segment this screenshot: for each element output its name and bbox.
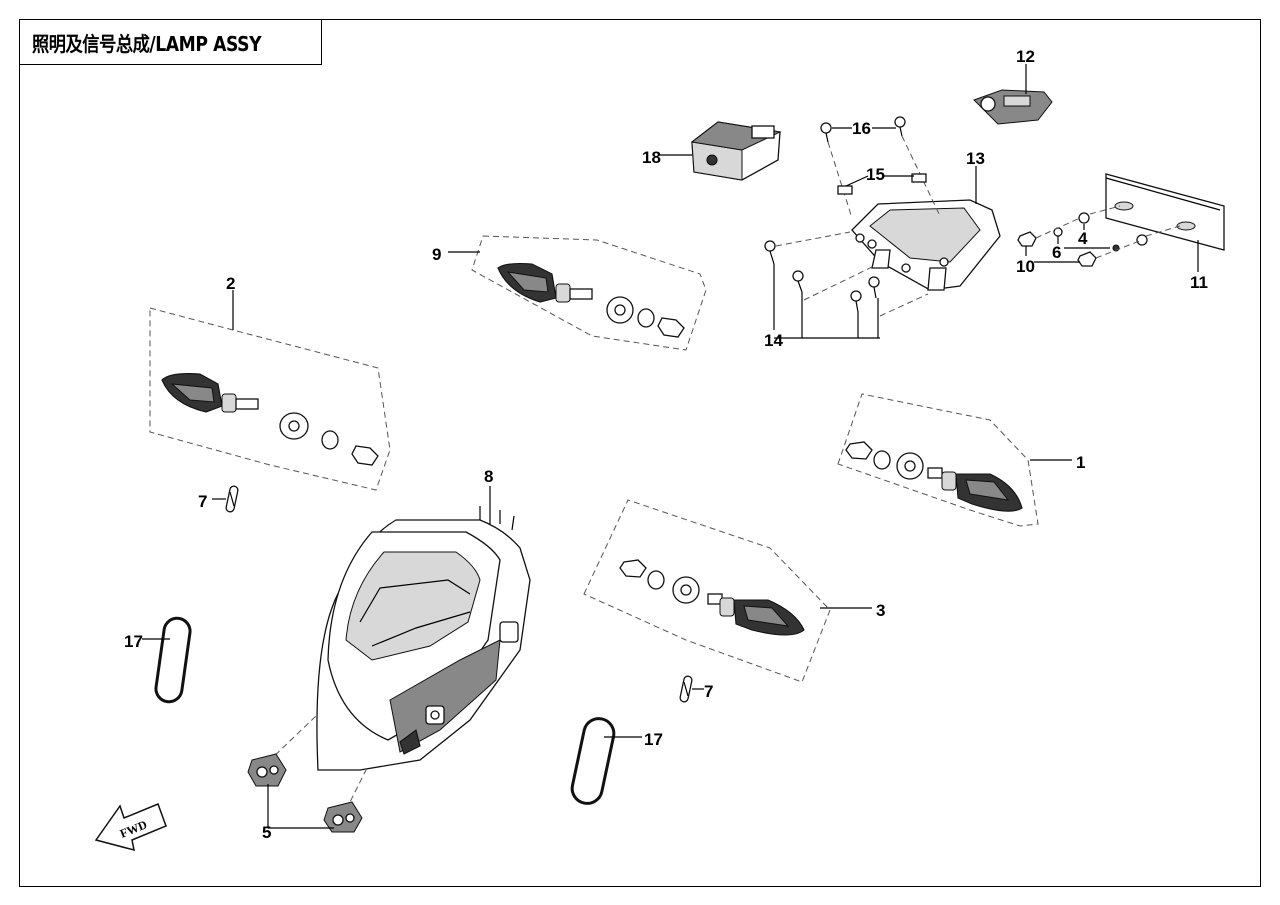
part-15-clip-nuts (837, 173, 927, 195)
callout-7-upper: 7 (198, 492, 207, 511)
callout-15: 15 (866, 165, 885, 184)
callout-13: 13 (966, 149, 985, 168)
part-14-screws (764, 231, 929, 317)
part-13-plate-bracket (851, 199, 1001, 291)
callout-9: 9 (432, 245, 441, 264)
callout-7-lower: 7 (704, 682, 713, 701)
callout-17-right: 17 (644, 730, 663, 749)
part-17-gasket-left (154, 616, 192, 704)
fwd-direction-arrow: FWD (94, 803, 167, 852)
drawing-frame (19, 19, 1261, 887)
title-block: 照明及信号总成/LAMP ASSY (19, 19, 322, 65)
part-4-6-10-hardware (1017, 212, 1148, 267)
part-2-turn-signal-left-front (149, 307, 391, 491)
part-18-flasher-relay (690, 121, 782, 181)
part-1-turn-signal-right (837, 393, 1039, 527)
part-11-license-plate (1089, 173, 1225, 251)
callout-3: 3 (876, 601, 885, 620)
part-5-bulb-sockets (247, 715, 367, 833)
callout-8: 8 (484, 467, 493, 486)
callout-2: 2 (226, 274, 235, 293)
callout-1: 1 (1076, 453, 1085, 472)
part-12-clip (973, 89, 1053, 125)
callout-17-left: 17 (124, 632, 143, 651)
part-7-bulb-upper (225, 485, 239, 513)
callout-10: 10 (1016, 257, 1035, 276)
part-17-gasket-right (570, 717, 616, 805)
part-8-headlamp (316, 506, 531, 771)
callout-6: 6 (1052, 243, 1061, 262)
part-7-bulb-lower (679, 675, 693, 703)
part-9-turn-signal-left-rear (471, 235, 707, 351)
diagram-title: 照明及信号总成/LAMP ASSY (32, 31, 262, 56)
callout-11: 11 (1190, 273, 1208, 292)
callout-4: 4 (1078, 229, 1088, 248)
callout-18: 18 (642, 148, 661, 167)
part-3-turn-signal-right-front (583, 499, 831, 683)
callout-14: 14 (764, 331, 783, 350)
callout-5: 5 (262, 823, 271, 842)
callout-12: 12 (1016, 47, 1035, 66)
callout-16: 16 (852, 119, 871, 138)
